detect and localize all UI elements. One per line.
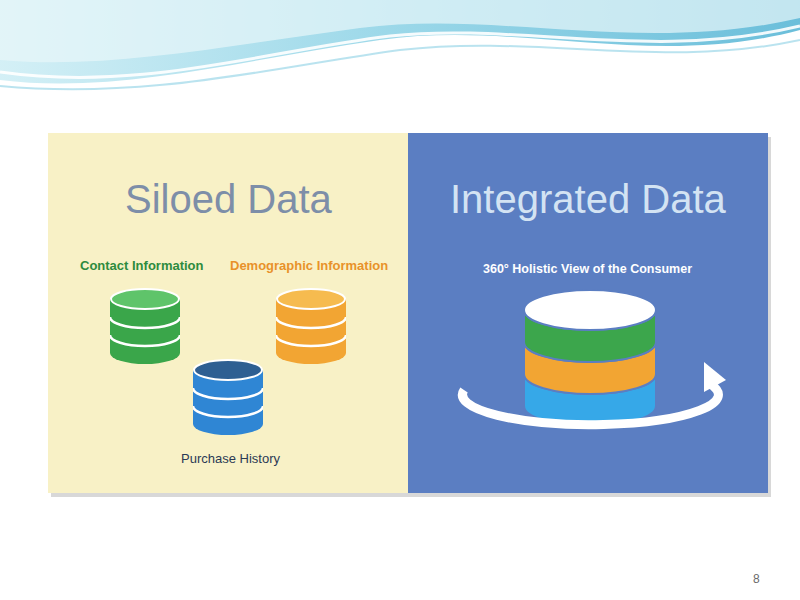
database-node: Demographic Information (228, 258, 403, 368)
database-icon (110, 288, 180, 364)
database-node: Contact Information (78, 258, 218, 368)
database-label: 360° Holistic View of the Consumer (483, 262, 692, 277)
panel-heading: Integrated Data (450, 175, 726, 223)
database-label: Purchase History (181, 451, 280, 467)
database-icon (276, 288, 346, 364)
siloed-panel: Siloed DataContact Information Demographi… (48, 133, 408, 493)
integrated-database (442, 258, 732, 438)
panel-heading: Siloed Data (125, 175, 332, 223)
database-node: Purchase History (160, 359, 300, 471)
database-icon (193, 359, 263, 435)
page-number: 8 (753, 572, 760, 586)
database-label: Contact Information (80, 258, 204, 274)
integrated-panel: Integrated Data 360° Holistic View of the… (408, 133, 768, 493)
integrated-database-node: 360° Holistic View of the Consumer (442, 258, 732, 438)
header-waves (0, 0, 800, 110)
database-label: Demographic Information (230, 258, 388, 274)
